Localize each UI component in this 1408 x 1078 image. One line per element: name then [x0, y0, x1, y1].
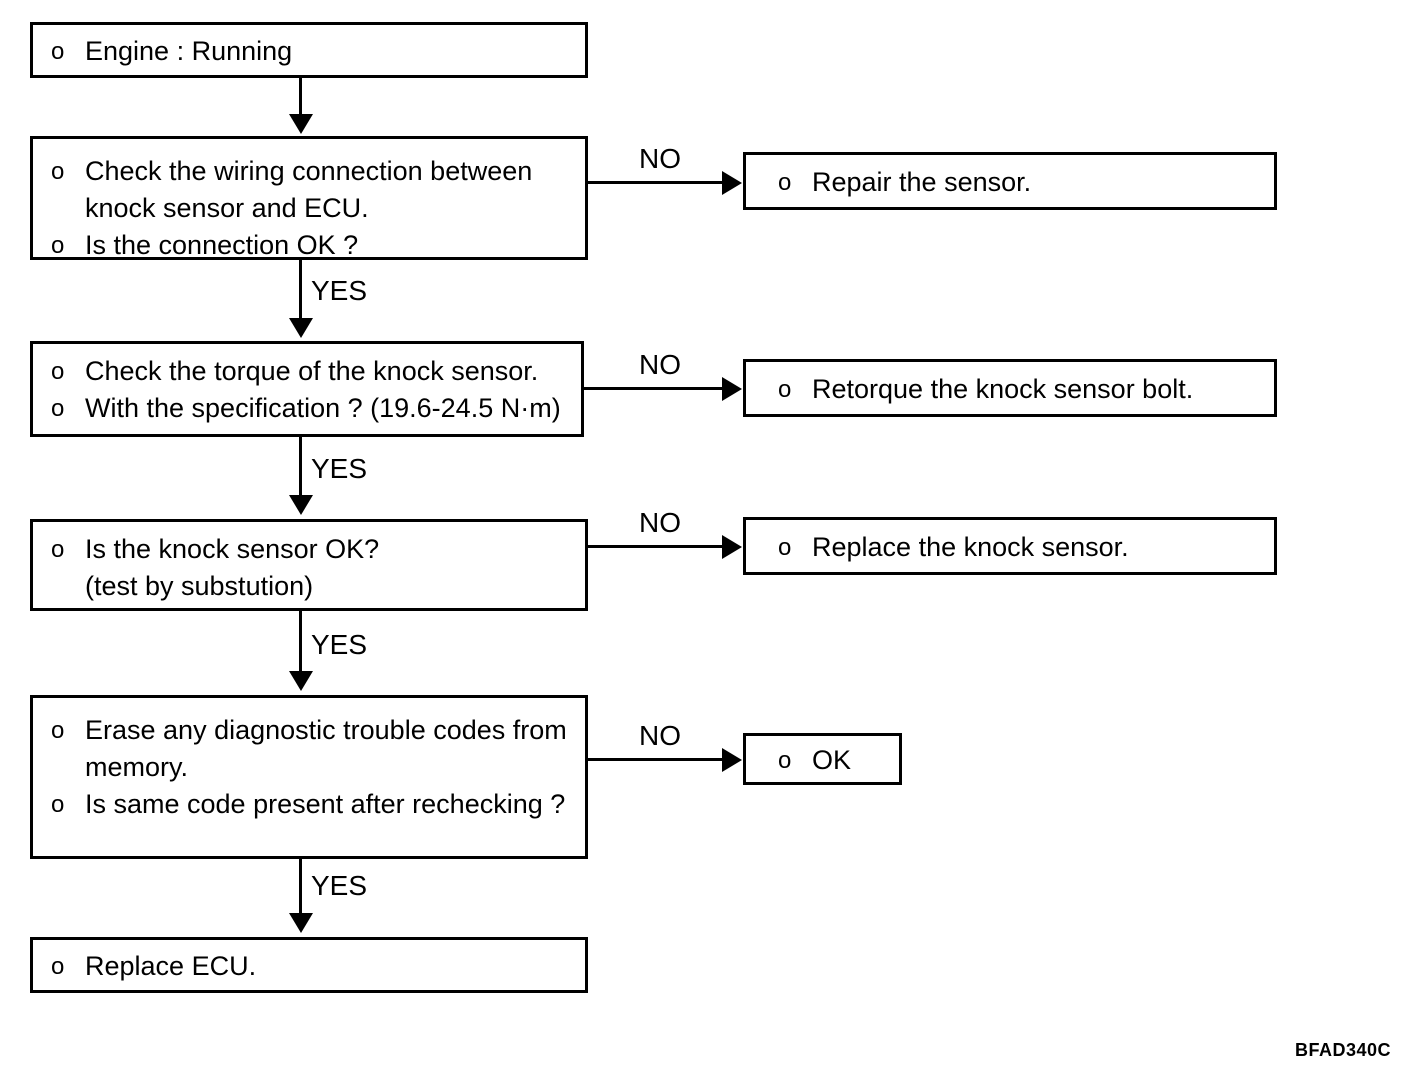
node-repair-sensor: o Repair the sensor.: [743, 152, 1277, 210]
node-text: Retorque the knock sensor bolt.: [812, 374, 1194, 404]
node-line: o Is same code present after rechecking …: [51, 786, 585, 823]
edge-label-no-3: NO: [639, 507, 681, 538]
node-line: o knock sensor and ECU.: [51, 190, 585, 227]
node-text: Replace ECU.: [85, 951, 257, 981]
node-line: o Check the wiring connection between: [51, 153, 585, 190]
node-line: o Replace ECU.: [51, 948, 585, 985]
node-text: Is the knock sensor OK?: [85, 534, 380, 564]
bullet-marker: o: [778, 169, 792, 196]
arrow-right-icon: [722, 748, 742, 772]
arrow-right-icon: [722, 535, 742, 559]
node-text: Is same code present after rechecking ?: [85, 789, 566, 819]
node-text: OK: [812, 745, 852, 775]
bullet-marker: o: [51, 232, 65, 259]
edge-label-no-1: NO: [639, 143, 681, 174]
connector-erase-no: [588, 758, 728, 761]
arrow-down-icon: [289, 913, 313, 933]
node-line: o Is the connection OK ?: [51, 227, 585, 264]
node-sensor-ok: o Is the knock sensor OK? o (test by sub…: [30, 519, 588, 611]
arrow-down-icon: [289, 495, 313, 515]
connector-erase-yes: [299, 859, 302, 917]
node-line: o Replace the knock sensor.: [778, 529, 1274, 566]
bullet-marker: o: [778, 534, 792, 561]
connector-wiring-yes: [299, 260, 302, 322]
bullet-marker: o: [778, 376, 792, 403]
node-line: o With the specification ? (19.6-24.5 N·…: [51, 390, 581, 427]
node-line: o Repair the sensor.: [778, 164, 1274, 201]
node-text: knock sensor and ECU.: [85, 193, 369, 223]
node-check-torque: o Check the torque of the knock sensor. …: [30, 341, 584, 437]
bullet-marker: o: [778, 747, 792, 774]
connector-sensor-no: [588, 545, 728, 548]
connector-torque-yes: [299, 437, 302, 499]
node-line: o memory.: [51, 749, 585, 786]
connector-start-to-wiring: [299, 78, 302, 118]
connector-torque-no: [584, 387, 728, 390]
node-replace-sensor: o Replace the knock sensor.: [743, 517, 1277, 575]
bullet-spacer: o: [51, 190, 85, 227]
bullet-marker: o: [51, 358, 65, 385]
node-text: (test by substution): [85, 571, 314, 601]
node-line: o Engine : Running: [51, 33, 585, 70]
node-line: o OK: [778, 742, 899, 779]
connector-wiring-no: [588, 181, 728, 184]
node-replace-ecu: o Replace ECU.: [30, 937, 588, 993]
node-retorque-bolt: o Retorque the knock sensor bolt.: [743, 359, 1277, 417]
node-text: Engine : Running: [85, 36, 293, 66]
edge-label-yes-4: YES: [311, 870, 368, 901]
node-text: Erase any diagnostic trouble codes from: [85, 715, 567, 745]
node-line: o Retorque the knock sensor bolt.: [778, 371, 1274, 408]
node-erase-codes: o Erase any diagnostic trouble codes fro…: [30, 695, 588, 859]
edge-label-no-4: NO: [639, 720, 681, 751]
node-line: o Is the knock sensor OK?: [51, 531, 585, 568]
node-text: Replace the knock sensor.: [812, 532, 1129, 562]
bullet-marker: o: [51, 158, 65, 185]
node-text: Repair the sensor.: [812, 167, 1032, 197]
node-line: o Check the torque of the knock sensor.: [51, 353, 581, 390]
bullet-spacer: o: [51, 568, 85, 605]
bullet-marker: o: [51, 536, 65, 563]
node-text: Check the torque of the knock sensor.: [85, 356, 539, 386]
arrow-right-icon: [722, 171, 742, 195]
node-text: With the specification ? (19.6-24.5 N·m): [85, 393, 561, 423]
edge-label-no-2: NO: [639, 349, 681, 380]
arrow-down-icon: [289, 114, 313, 134]
bullet-spacer: o: [51, 749, 85, 786]
arrow-down-icon: [289, 671, 313, 691]
node-text: Is the connection OK ?: [85, 230, 359, 260]
bullet-marker: o: [51, 395, 65, 422]
node-line: o (test by substution): [51, 568, 585, 605]
edge-label-yes-2: YES: [311, 453, 368, 484]
arrow-down-icon: [289, 318, 313, 338]
connector-sensor-yes: [299, 611, 302, 675]
node-line: o Erase any diagnostic trouble codes fro…: [51, 712, 585, 749]
arrow-right-icon: [722, 377, 742, 401]
reference-code: BFAD340C: [1295, 1040, 1392, 1060]
bullet-marker: o: [51, 953, 65, 980]
node-engine-running: o Engine : Running: [30, 22, 588, 78]
node-ok: o OK: [743, 733, 902, 785]
edge-label-yes-3: YES: [311, 629, 368, 660]
bullet-marker: o: [51, 717, 65, 744]
node-text: Check the wiring connection between: [85, 156, 533, 186]
bullet-marker: o: [51, 791, 65, 818]
bullet-marker: o: [51, 38, 65, 65]
node-check-wiring: o Check the wiring connection between o …: [30, 136, 588, 260]
node-text: memory.: [85, 752, 189, 782]
edge-label-yes-1: YES: [311, 275, 368, 306]
